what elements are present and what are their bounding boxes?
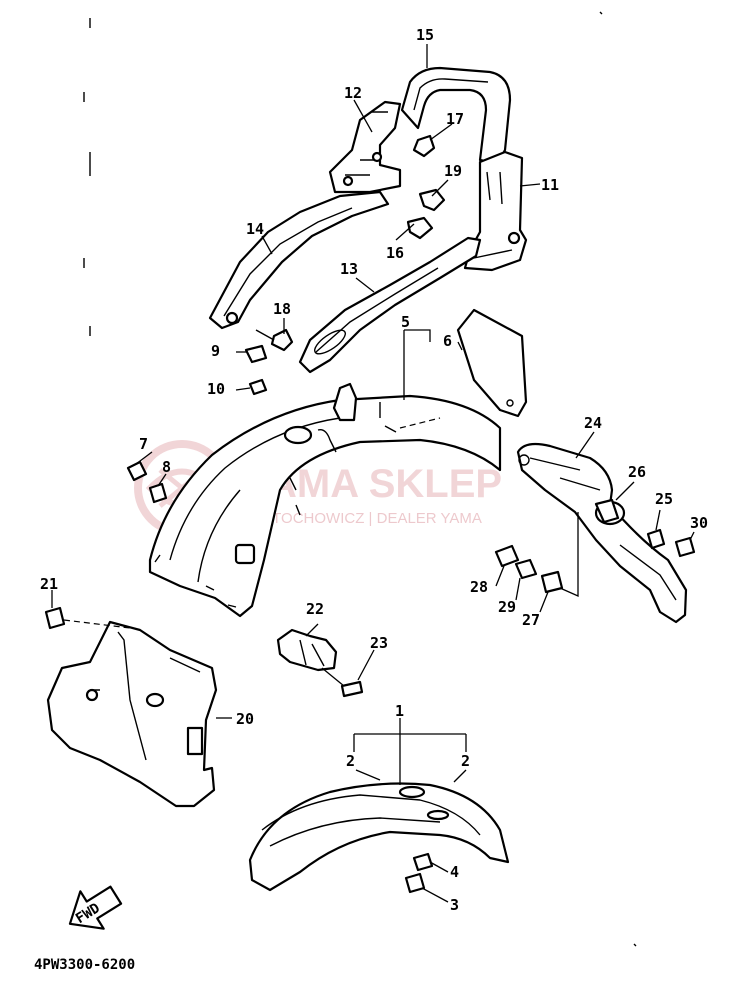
callout-12: 12 xyxy=(344,84,362,102)
callout-10: 10 xyxy=(207,380,225,398)
callout-20: 20 xyxy=(236,710,254,728)
callout-23: 23 xyxy=(370,634,388,652)
callout-14: 14 xyxy=(246,220,264,238)
callout-21: 21 xyxy=(40,575,58,593)
callout-7: 7 xyxy=(139,435,148,453)
rear-fender-main xyxy=(148,382,502,618)
callout-11: 11 xyxy=(541,176,559,194)
callout-17: 17 xyxy=(446,110,464,128)
callout-25: 25 xyxy=(655,490,673,508)
callout-9: 9 xyxy=(211,342,220,360)
callout-8: 8 xyxy=(162,458,171,476)
part-22-mount xyxy=(276,628,338,672)
margin-marks xyxy=(83,11,637,947)
callout-3: 3 xyxy=(450,896,459,914)
callout-6: 6 xyxy=(443,332,452,350)
callout-28: 28 xyxy=(470,578,488,596)
callout-labels: 1 2 2 3 4 5 6 7 8 9 10 11 12 13 14 15 16… xyxy=(40,26,708,914)
callout-18-19: 19 xyxy=(444,162,462,180)
callout-22: 22 xyxy=(306,600,324,618)
callout-2b: 2 xyxy=(461,752,470,770)
leader-lines xyxy=(51,44,695,903)
fwd-arrow: FWD xyxy=(68,885,123,930)
callout-30: 30 xyxy=(690,514,708,532)
callout-2: 2 xyxy=(346,752,355,770)
callout-4: 4 xyxy=(450,863,459,881)
callout-13: 13 xyxy=(340,260,358,278)
callout-15: 15 xyxy=(416,26,434,44)
diagram-code: 4PW3300-6200 xyxy=(34,957,135,973)
callout-29: 29 xyxy=(498,598,516,616)
part-6-pad xyxy=(456,308,528,418)
part-20-splash-guard xyxy=(46,620,218,808)
callout-26: 26 xyxy=(628,463,646,481)
watermark-subtitle: MOTOCHOWICZ | DEALER YAMA xyxy=(248,510,482,527)
callout-1: 1 xyxy=(395,702,404,720)
callout-5: 5 xyxy=(401,313,410,331)
callout-24: 24 xyxy=(584,414,602,432)
part-1-front-fender xyxy=(248,782,510,892)
callout-16: 16 xyxy=(386,244,404,262)
part-12-bracket xyxy=(328,100,402,194)
part-14-rail xyxy=(208,190,390,330)
callout-27: 27 xyxy=(522,611,540,629)
callout-18: 18 xyxy=(273,300,291,318)
part-13-rail xyxy=(298,236,482,374)
